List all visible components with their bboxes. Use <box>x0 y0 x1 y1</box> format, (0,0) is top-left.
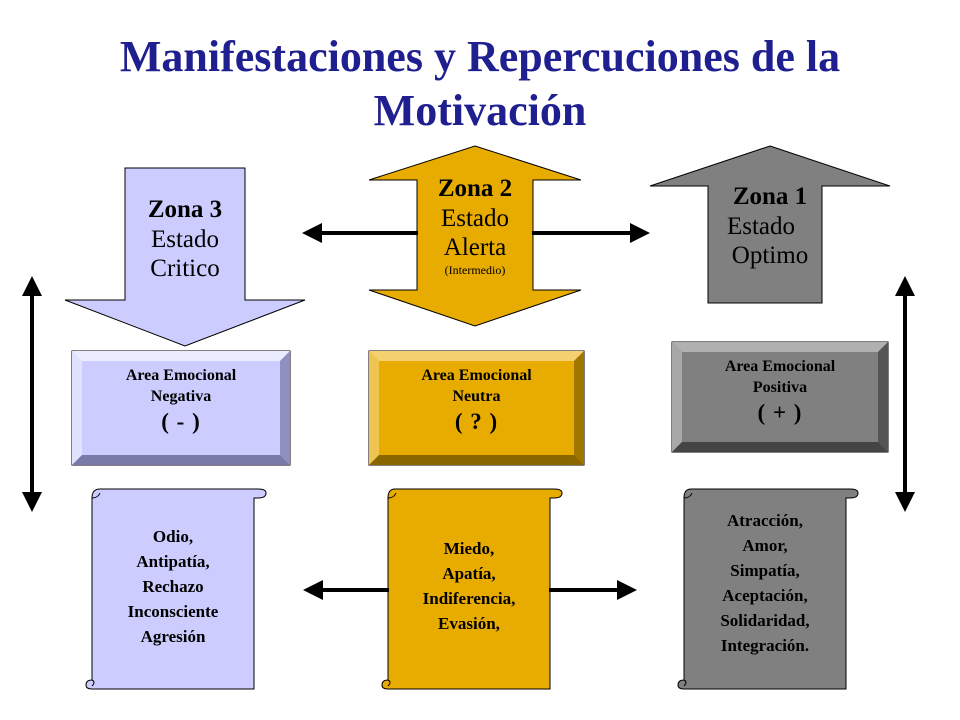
zona3-state1: Estado <box>150 225 220 253</box>
list-item: Odio, <box>152 527 194 546</box>
area-neutra-line1: Area Emocional <box>421 367 532 384</box>
area-positiva-sign: ( + ) <box>757 400 803 425</box>
list-item: Aceptación, <box>722 586 808 605</box>
list-item: Antipatía, <box>136 552 210 571</box>
zona1-label: Zona 1 Estado Optimo <box>700 182 840 271</box>
title-line-1: Manifestaciones y Repercuciones de la <box>119 32 841 81</box>
area-positiva-box <box>671 341 889 453</box>
area-neutra-line2: Neutra <box>452 388 501 405</box>
list-item: Simpatía, <box>730 561 800 580</box>
area-neutra-box <box>368 350 585 466</box>
list-item: Indiferencia, <box>422 589 516 608</box>
zona2-double-arrow <box>368 145 582 327</box>
list-negativa: Odio, Antipatía, Rechazo Inconsciente Ag… <box>92 524 254 649</box>
area-negativa-sign: ( - ) <box>161 409 201 434</box>
zona3-state2: Critico <box>150 255 220 282</box>
title-line-2: Motivación <box>373 86 587 135</box>
list-item: Evasión, <box>438 614 500 633</box>
list-item: Amor, <box>742 536 788 555</box>
zona2-state1: Estado <box>440 204 510 232</box>
area-negativa-line2: Negativa <box>150 388 212 405</box>
zona2-label: Zona 2 Estado Alerta (Intermedio) <box>417 174 533 277</box>
list-item: Atracción, <box>726 511 803 530</box>
area-neutra-label: Area Emocional Neutra ( ? ) <box>379 365 574 437</box>
list-item: Apatía, <box>442 564 496 583</box>
area-positiva-label: Area Emocional Positiva ( + ) <box>682 356 878 428</box>
list-positiva: Atracción, Amor, Simpatía, Aceptación, S… <box>684 508 846 658</box>
list-item: Integración. <box>720 636 810 655</box>
area-negativa-label: Area Emocional Negativa ( - ) <box>82 365 280 437</box>
area-negativa-line1: Area Emocional <box>125 367 237 384</box>
list-item: Solidaridad, <box>720 611 810 630</box>
list-item: Miedo, <box>443 539 495 558</box>
list-item: Rechazo <box>142 577 204 596</box>
zona2-note: (Intermedio) <box>444 262 506 277</box>
zona1-up-arrow <box>649 145 891 304</box>
area-positiva-line1: Area Emocional <box>724 358 836 375</box>
area-neutra-sign: ( ? ) <box>454 409 499 434</box>
list-item: Inconsciente <box>127 602 219 621</box>
area-negativa-box <box>71 350 291 466</box>
zona3-label: Zona 3 Estado Critico <box>125 195 245 284</box>
list-item: Agresión <box>140 627 206 646</box>
zona2-state2: Alerta <box>443 234 507 261</box>
zona2-name: Zona 2 <box>437 175 513 202</box>
scroll-positiva <box>677 488 859 690</box>
area-positiva-line2: Positiva <box>752 379 808 396</box>
zona1-state2: Optimo <box>731 242 809 269</box>
page-title: Manifestaciones y Repercuciones de la Mo… <box>0 30 960 138</box>
scroll-neutra <box>381 488 563 690</box>
scroll-negativa <box>85 488 267 690</box>
zona3-name: Zona 3 <box>147 196 223 223</box>
zona1-state1: Estado <box>726 212 796 240</box>
zona1-name: Zona 1 <box>732 183 808 210</box>
list-neutra: Miedo, Apatía, Indiferencia, Evasión, <box>388 536 550 636</box>
zona3-down-arrow <box>64 167 306 347</box>
